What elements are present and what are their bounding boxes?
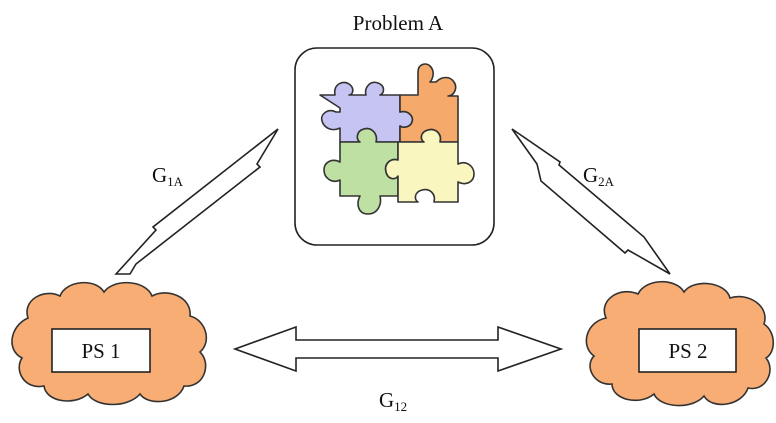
ps1-box xyxy=(51,328,151,373)
label-g1a: G1A xyxy=(152,163,184,189)
problem-title: Problem A xyxy=(353,11,444,35)
label-g12: G12 xyxy=(379,388,407,414)
ps2-box xyxy=(638,328,737,373)
ps1-label: PS 1 xyxy=(81,339,120,363)
ps2-label: PS 2 xyxy=(668,339,707,363)
puzzle-piece-yellow xyxy=(384,128,475,203)
arrow-g2a xyxy=(511,128,671,275)
label-g2a: G2A xyxy=(583,163,615,189)
cloud-ps1: PS 1 xyxy=(11,281,208,406)
cloud-ps2: PS 2 xyxy=(585,281,775,407)
arrow-g1a xyxy=(114,128,279,275)
arrow-g12 xyxy=(232,325,564,373)
puzzle-icon xyxy=(319,63,475,215)
puzzle-piece-orange xyxy=(399,63,459,143)
